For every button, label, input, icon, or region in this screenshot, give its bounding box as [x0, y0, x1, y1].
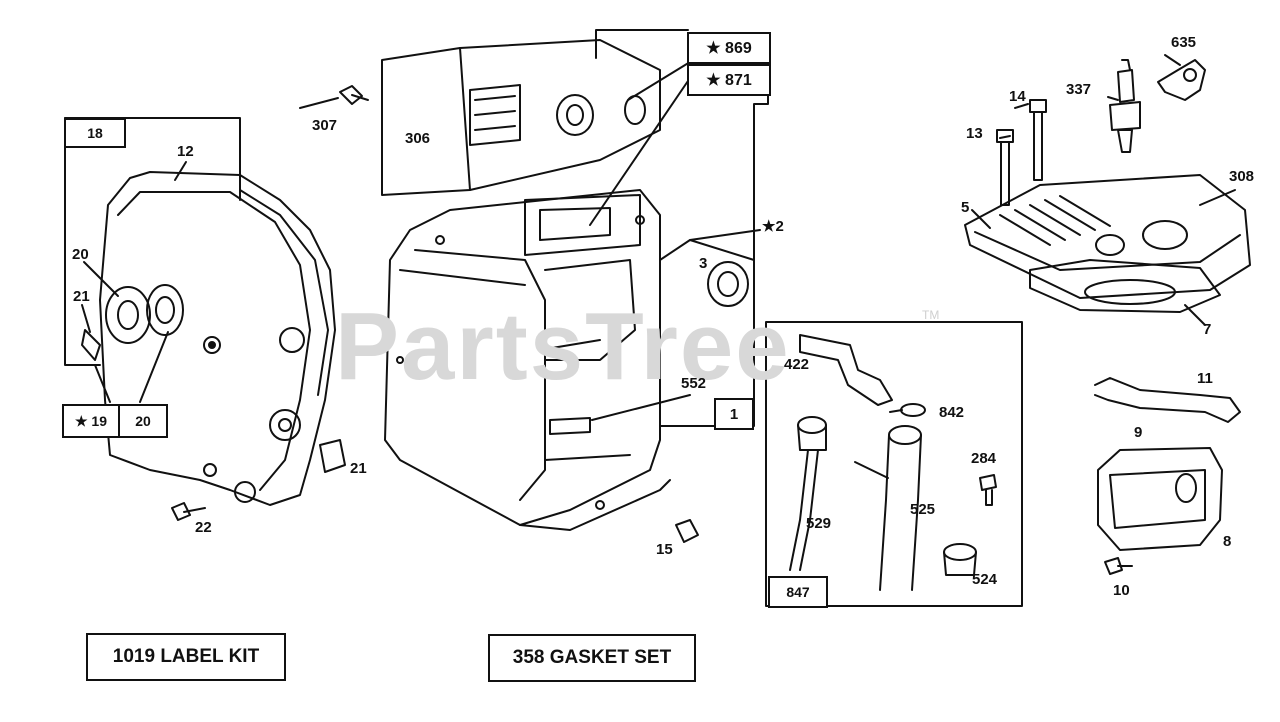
part-label-21-right: 21 [350, 460, 367, 477]
label-box-18: 18 [64, 118, 126, 148]
part-label-307: 307 [312, 117, 338, 134]
part-label-22: 22 [195, 519, 212, 536]
part-label-21-left: 21 [73, 288, 90, 305]
label-box-18-text: 18 [87, 125, 103, 141]
head-bolt-13 [996, 129, 1014, 206]
spark-plug-337 [1109, 59, 1141, 153]
cylinder-block [381, 39, 671, 531]
part-label-9: 9 [1134, 424, 1143, 441]
label-box-847: 847 [768, 576, 828, 608]
part-label-635: 635 [1171, 34, 1197, 51]
dipstick-tube-525 [854, 425, 922, 591]
part-label-284: 284 [971, 450, 997, 467]
part-label-308: 308 [1229, 168, 1255, 185]
bracket-422 [799, 334, 893, 406]
part-label-11: 11 [1197, 370, 1213, 387]
part-label-306: 306 [405, 130, 431, 147]
part-label-5: 5 [961, 199, 970, 216]
drain-plug-15 [675, 519, 699, 543]
part-label-8: 8 [1223, 533, 1232, 550]
label-box-1-text: 1 [729, 405, 739, 423]
label-box-20: 20 [118, 404, 168, 438]
label-kit-text: 1019 LABEL KIT [112, 646, 260, 667]
part-label-13: 13 [966, 125, 983, 142]
oil-fill-plug-524 [943, 543, 977, 576]
spark-plug-boot-635 [1157, 59, 1206, 101]
part-label-3: 3 [699, 255, 708, 272]
dipstick-529 [789, 416, 827, 571]
part-label-10: 10 [1113, 582, 1130, 599]
part-label-422: 422 [784, 356, 810, 373]
label-kit-box: 1019 LABEL KIT [86, 633, 286, 681]
dipstick-group-frame [765, 321, 1023, 607]
watermark-trademark: TM [922, 308, 940, 322]
crankcase-cover [81, 171, 346, 506]
part-label-12: 12 [177, 143, 194, 160]
part-label-15: 15 [656, 541, 673, 558]
head-bolt-14 [1029, 99, 1047, 181]
o-ring-842 [900, 403, 926, 417]
label-box-869: ★ 869 [687, 32, 771, 64]
part-label-552: 552 [681, 375, 707, 392]
label-box-19: ★ 19 [62, 404, 120, 438]
part-label-842: 842 [939, 404, 965, 421]
part-label-529: 529 [806, 515, 832, 532]
bolt-22 [171, 502, 206, 521]
part-label-524: 524 [972, 571, 998, 588]
part-label-2: ★2 [762, 218, 784, 235]
label-box-20-text: 20 [135, 413, 151, 429]
bolt-284 [979, 474, 997, 506]
part-label-525: 525 [910, 501, 936, 518]
leader-lines [81, 54, 1236, 413]
label-box-871: ★ 871 [687, 64, 771, 96]
part-label-7: 7 [1203, 321, 1212, 338]
part-label-337: 337 [1066, 81, 1092, 98]
cylinder-head-308 [964, 174, 1251, 299]
label-box-871-text: ★ 871 [706, 72, 752, 89]
part-label-20: 20 [72, 246, 89, 263]
bolt-10 [1104, 557, 1133, 575]
label-box-847-text: 847 [786, 584, 810, 600]
label-box-19-text: ★ 19 [74, 412, 107, 429]
breather-tube-11 [1094, 377, 1241, 423]
label-box-1: 1 [714, 398, 754, 430]
watermark: PartsTree [335, 293, 791, 400]
breather-8 [1097, 447, 1223, 551]
head-gasket-7 [1029, 259, 1221, 313]
gasket-set-text: 358 GASKET SET [512, 647, 672, 668]
gasket-set-box: 358 GASKET SET [488, 634, 696, 682]
bolt-307 [339, 85, 369, 105]
part-label-14: 14 [1009, 88, 1026, 105]
oil-seal-3 [707, 261, 749, 307]
label-box-869-text: ★ 869 [706, 40, 752, 57]
